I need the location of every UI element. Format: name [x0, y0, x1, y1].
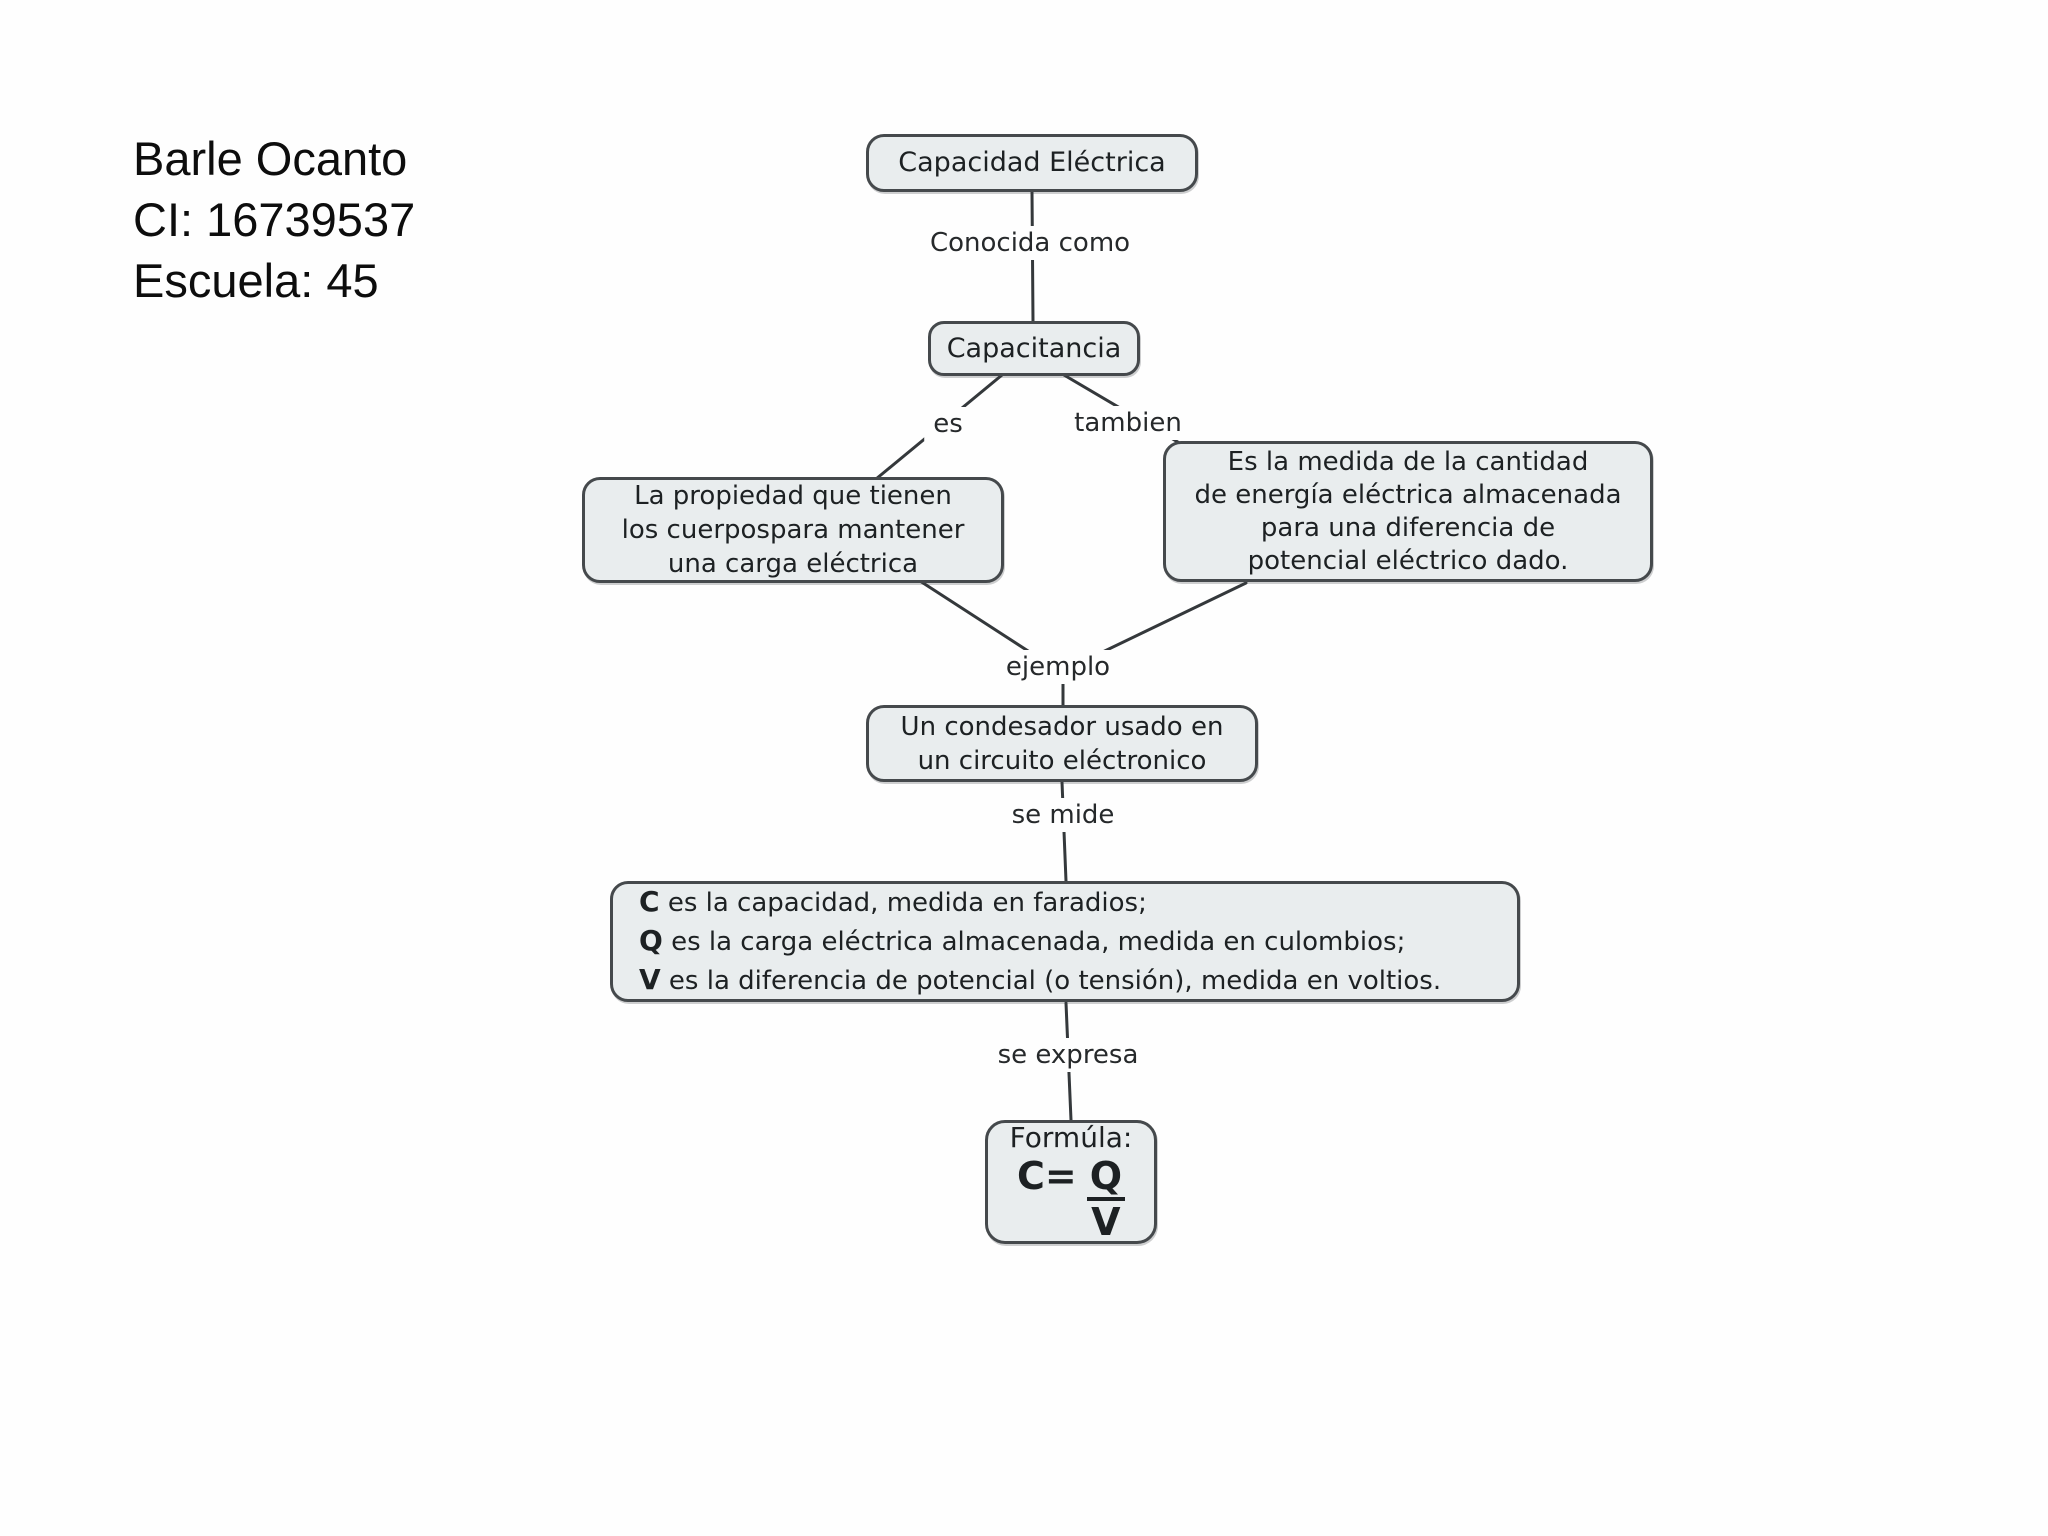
definition-row: V es la diferencia de potencial (o tensi… — [639, 961, 1441, 1000]
edge-label-es: es — [924, 407, 972, 441]
definition-row: Q es la carga eléctrica almacenada, medi… — [639, 922, 1405, 961]
node-medida-line: potencial eléctrico dado. — [1247, 545, 1569, 576]
definition-symbol: V — [639, 963, 661, 996]
author-block: Barle Ocanto CI: 16739537 Escuela: 45 — [133, 128, 415, 311]
edge-medida-ejemplo — [1084, 581, 1248, 662]
node-medida: Es la medida de la cantidad de energía e… — [1163, 441, 1653, 582]
definition-text: es la carga eléctrica almacenada, medida… — [662, 927, 1406, 957]
node-propiedad: La propiedad que tienen los cuerpospara … — [582, 477, 1004, 583]
node-medida-line: de energía eléctrica almacenada — [1194, 479, 1622, 510]
author-ci: CI: 16739537 — [133, 193, 416, 246]
formula-title: Formúla: — [1009, 1121, 1133, 1154]
node-medida-line: para una diferencia de — [1260, 512, 1556, 543]
node-condensador-line: Un condesador usado en — [900, 711, 1224, 742]
node-capacidad-electrica: Capacidad Eléctrica — [866, 134, 1198, 192]
node-capacitancia-label: Capacitancia — [946, 332, 1122, 364]
edge-label-se-expresa: se expresa — [988, 1038, 1148, 1072]
author-name: Barle Ocanto — [133, 132, 408, 185]
formula-numerator: Q — [1086, 1156, 1126, 1201]
node-propiedad-line: una carga eléctrica — [667, 549, 919, 579]
edge-label-conocida-como: Conocida como — [920, 226, 1140, 260]
node-capacidad-label: Capacidad Eléctrica — [898, 147, 1166, 178]
definition-text: es la capacidad, medida en faradios; — [659, 888, 1147, 918]
edge-label-tambien: tambien — [1065, 406, 1191, 440]
node-condensador-line: un circuito eléctronico — [917, 745, 1207, 776]
node-medida-line: Es la medida de la cantidad — [1227, 446, 1589, 477]
node-propiedad-line: los cuerpospara mantener — [621, 515, 965, 545]
definition-text: es la diferencia de potencial (o tensión… — [660, 966, 1442, 996]
formula-denominator: V — [1091, 1200, 1121, 1244]
author-school: Escuela: 45 — [133, 254, 379, 307]
node-capacitancia: Capacitancia — [928, 321, 1140, 376]
definition-symbol: Q — [639, 924, 663, 957]
edge-label-ejemplo: ejemplo — [996, 650, 1120, 684]
node-condensador: Un condesador usado en un circuito eléct… — [866, 705, 1258, 782]
definition-symbol: C — [639, 885, 660, 918]
definition-row: C es la capacidad, medida en faradios; — [639, 883, 1147, 922]
node-propiedad-line: La propiedad que tienen — [634, 481, 952, 511]
formula-fraction: Q V — [1086, 1156, 1126, 1244]
node-definiciones: C es la capacidad, medida en faradios; Q… — [610, 881, 1520, 1002]
edge-label-se-mide: se mide — [1002, 798, 1124, 832]
edge-propiedad-ejemplo — [918, 579, 1044, 662]
formula-lhs: C= — [1016, 1154, 1077, 1198]
node-formula: Formúla: C= Q V — [985, 1120, 1157, 1244]
formula-expression: C= Q V — [1016, 1154, 1126, 1244]
